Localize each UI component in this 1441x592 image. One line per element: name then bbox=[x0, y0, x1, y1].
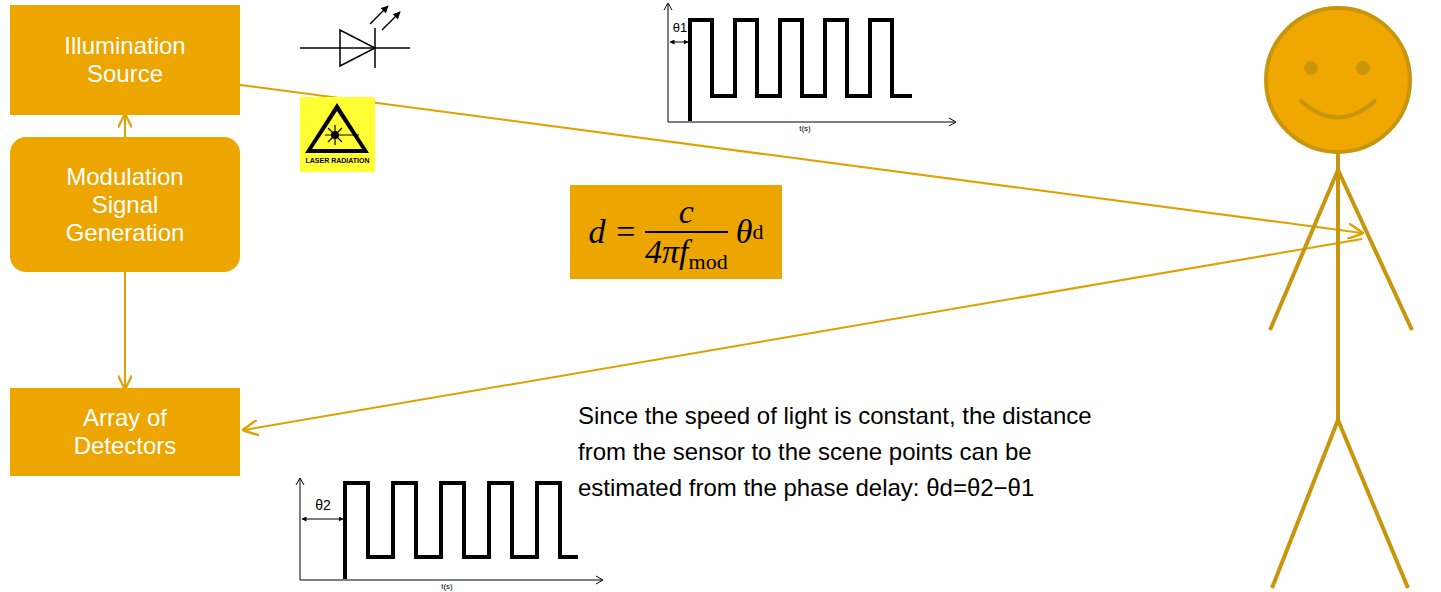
phase-label: θ2 bbox=[303, 497, 343, 514]
modulation-box: Modulation Signal Generation bbox=[10, 137, 240, 272]
emitted-waveform bbox=[664, 3, 956, 126]
axis-label: t(s) bbox=[790, 124, 820, 134]
formula: d =c4πfmodθd bbox=[589, 195, 764, 269]
box-label: Array of Detectors bbox=[45, 404, 205, 460]
laser-warning-sign bbox=[300, 97, 375, 172]
formula-numerator: c bbox=[679, 193, 694, 230]
fraction-bar bbox=[645, 231, 728, 233]
detector-box: Array of Detectors bbox=[10, 388, 240, 476]
axis-label: t(s) bbox=[432, 582, 462, 592]
formula-subscript: d bbox=[752, 219, 763, 244]
received-waveform bbox=[296, 478, 603, 584]
formula-lhs: d = bbox=[589, 213, 637, 250]
formula-denominator: 4πf bbox=[645, 233, 688, 270]
formula-variable: θ bbox=[736, 213, 753, 250]
reflected-ray bbox=[244, 239, 1362, 430]
box-label: Illumination Source bbox=[45, 32, 205, 88]
led-symbol bbox=[300, 6, 410, 68]
illumination-box: Illumination Source bbox=[10, 5, 240, 115]
phase-label: θ1 bbox=[668, 20, 692, 36]
explanation-note: Since the speed of light is constant, th… bbox=[578, 398, 1138, 506]
formula-box: d = c4πfmodθd bbox=[570, 185, 782, 279]
person-figure bbox=[1266, 8, 1412, 588]
warning-text: LASER RADIATION bbox=[300, 157, 375, 165]
signal-arrow bbox=[124, 115, 126, 137]
emitted-ray bbox=[240, 85, 1362, 233]
signal-arrow bbox=[124, 272, 126, 388]
box-label: Modulation Signal Generation bbox=[45, 163, 205, 247]
formula-subscript: mod bbox=[689, 249, 728, 274]
